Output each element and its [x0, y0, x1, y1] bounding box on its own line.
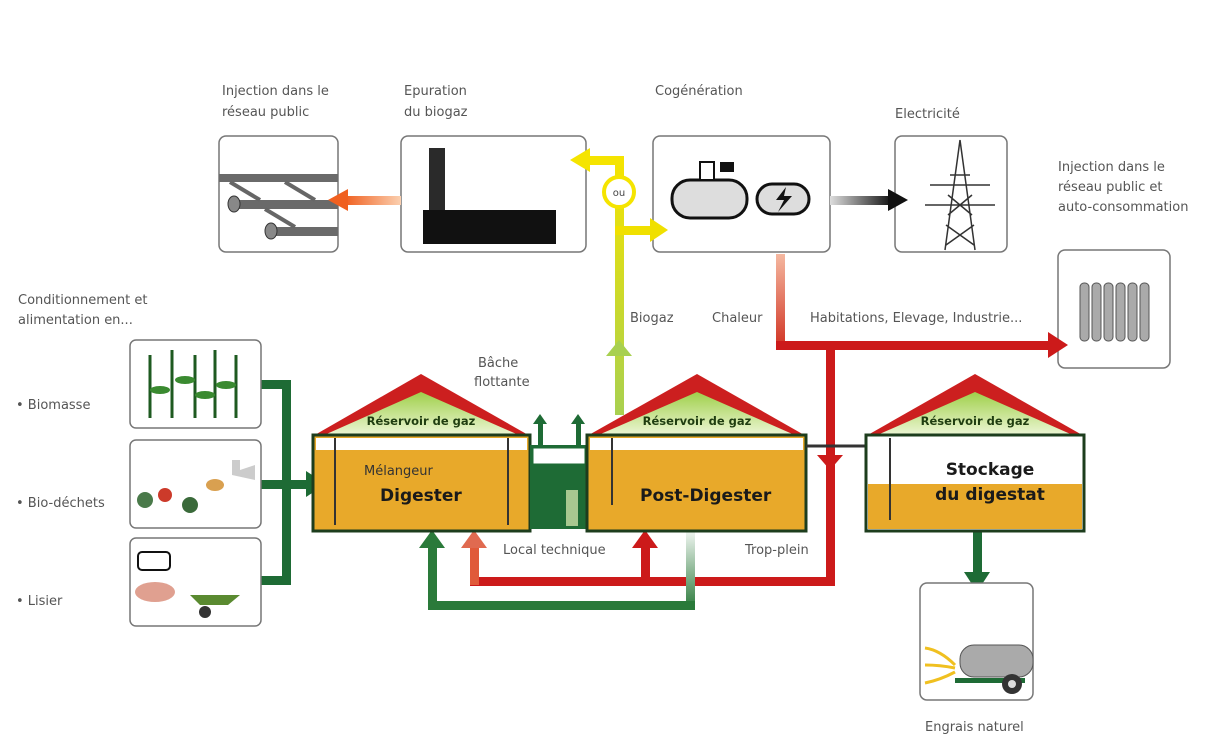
livestock-icon [129, 537, 262, 627]
inputs-heading-1: Conditionnement et [18, 293, 148, 308]
input-lisier: • Lisier [16, 594, 63, 609]
gas-pipes-icon [218, 135, 339, 253]
storage-roof-label: Réservoir de gaz [921, 414, 1030, 428]
heat-arrow [461, 254, 1068, 586]
digestate-output-arrow [964, 530, 990, 592]
injection-auto-label-2: réseau public et [1058, 180, 1163, 195]
local-technique-label: Local technique [503, 543, 606, 558]
ou-label: ou [613, 188, 625, 199]
input-bio-dechets: • Bio-déchets [16, 496, 105, 511]
melangeur-label: Mélangeur [364, 464, 434, 479]
habitations-label: Habitations, Elevage, Industrie... [810, 311, 1022, 326]
digester-tank: Réservoir de gaz Mélangeur Digester [311, 374, 532, 533]
injection-auto-label-3: auto-consommation [1058, 200, 1188, 215]
electricity-arrow [830, 189, 908, 211]
cogeneration-unit-icon [652, 135, 831, 253]
engrais-label: Engrais naturel [925, 720, 1024, 735]
biogaz-label: Biogaz [630, 311, 674, 326]
recirculation-arrow [419, 525, 695, 610]
biogas-arrow: ou [570, 148, 668, 415]
corn-icon [129, 339, 262, 429]
chaleur-label: Chaleur [712, 311, 763, 326]
epuration-label-1: Epuration [404, 84, 467, 99]
waste-icon [129, 439, 262, 529]
post-digester-label: Post-Digester [640, 486, 772, 506]
purified-gas-arrow [328, 189, 401, 211]
trop-plein-label: Trop-plein [744, 543, 809, 558]
injection-auto-label-1: Injection dans le [1058, 160, 1165, 175]
stockage-label-1: Stockage [946, 460, 1035, 480]
inputs-heading-2: alimentation en... [18, 313, 133, 328]
stockage-label-2: du digestat [935, 485, 1045, 505]
slurry-tanker-icon [919, 582, 1034, 701]
local-technique-building [530, 414, 588, 529]
bache-label-1: Bâche [478, 356, 518, 371]
injection-label-2: réseau public [222, 105, 309, 120]
electricite-label: Electricité [895, 107, 960, 122]
digester-roof-label: Réservoir de gaz [367, 414, 476, 428]
cogeneration-label: Cogénération [655, 84, 743, 99]
injection-label-1: Injection dans le [222, 84, 329, 99]
power-pylon-icon [894, 135, 1008, 253]
input-biomasse: • Biomasse [16, 398, 90, 413]
purification-unit-icon [400, 135, 587, 253]
post-digester-tank: Réservoir de gaz Post-Digester [585, 374, 808, 533]
digester-label: Digester [380, 486, 462, 506]
bache-label-2: flottante [474, 375, 530, 390]
post-digester-roof-label: Réservoir de gaz [643, 414, 752, 428]
storage-tank: Réservoir de gaz Stockage du digestat [864, 374, 1086, 533]
epuration-label-2: du biogaz [404, 105, 468, 120]
radiator-icon [1057, 249, 1171, 369]
